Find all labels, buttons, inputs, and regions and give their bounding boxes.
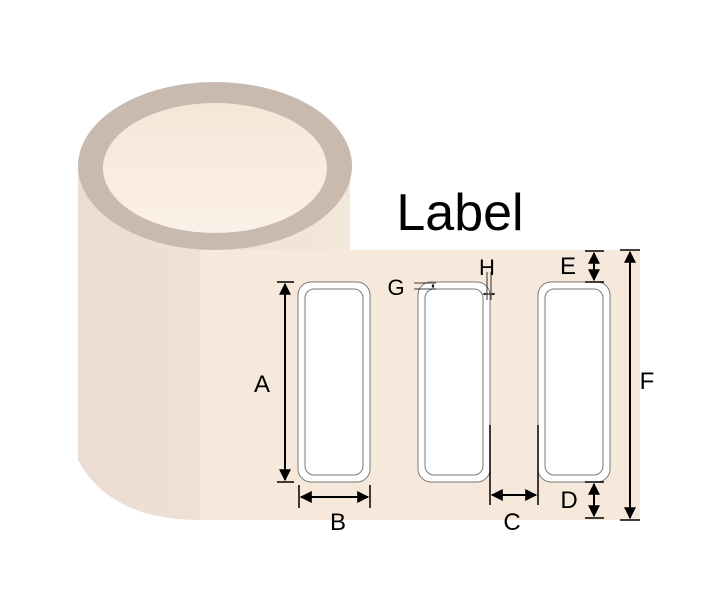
dimension-h-label: H bbox=[479, 255, 495, 280]
dimension-g-label: G bbox=[387, 275, 404, 300]
dimension-e-label: E bbox=[560, 253, 576, 280]
dimension-a-label: A bbox=[254, 371, 270, 398]
label-2 bbox=[417, 281, 491, 483]
dimension-f-label: F bbox=[640, 368, 655, 395]
dimension-b-label: B bbox=[330, 509, 346, 536]
dimension-d-label: D bbox=[560, 487, 577, 514]
diagram-title: Label bbox=[396, 184, 523, 242]
roll-core bbox=[103, 103, 327, 233]
dimension-c-label: C bbox=[503, 509, 520, 536]
label-1 bbox=[297, 281, 371, 483]
label-3 bbox=[537, 281, 611, 483]
